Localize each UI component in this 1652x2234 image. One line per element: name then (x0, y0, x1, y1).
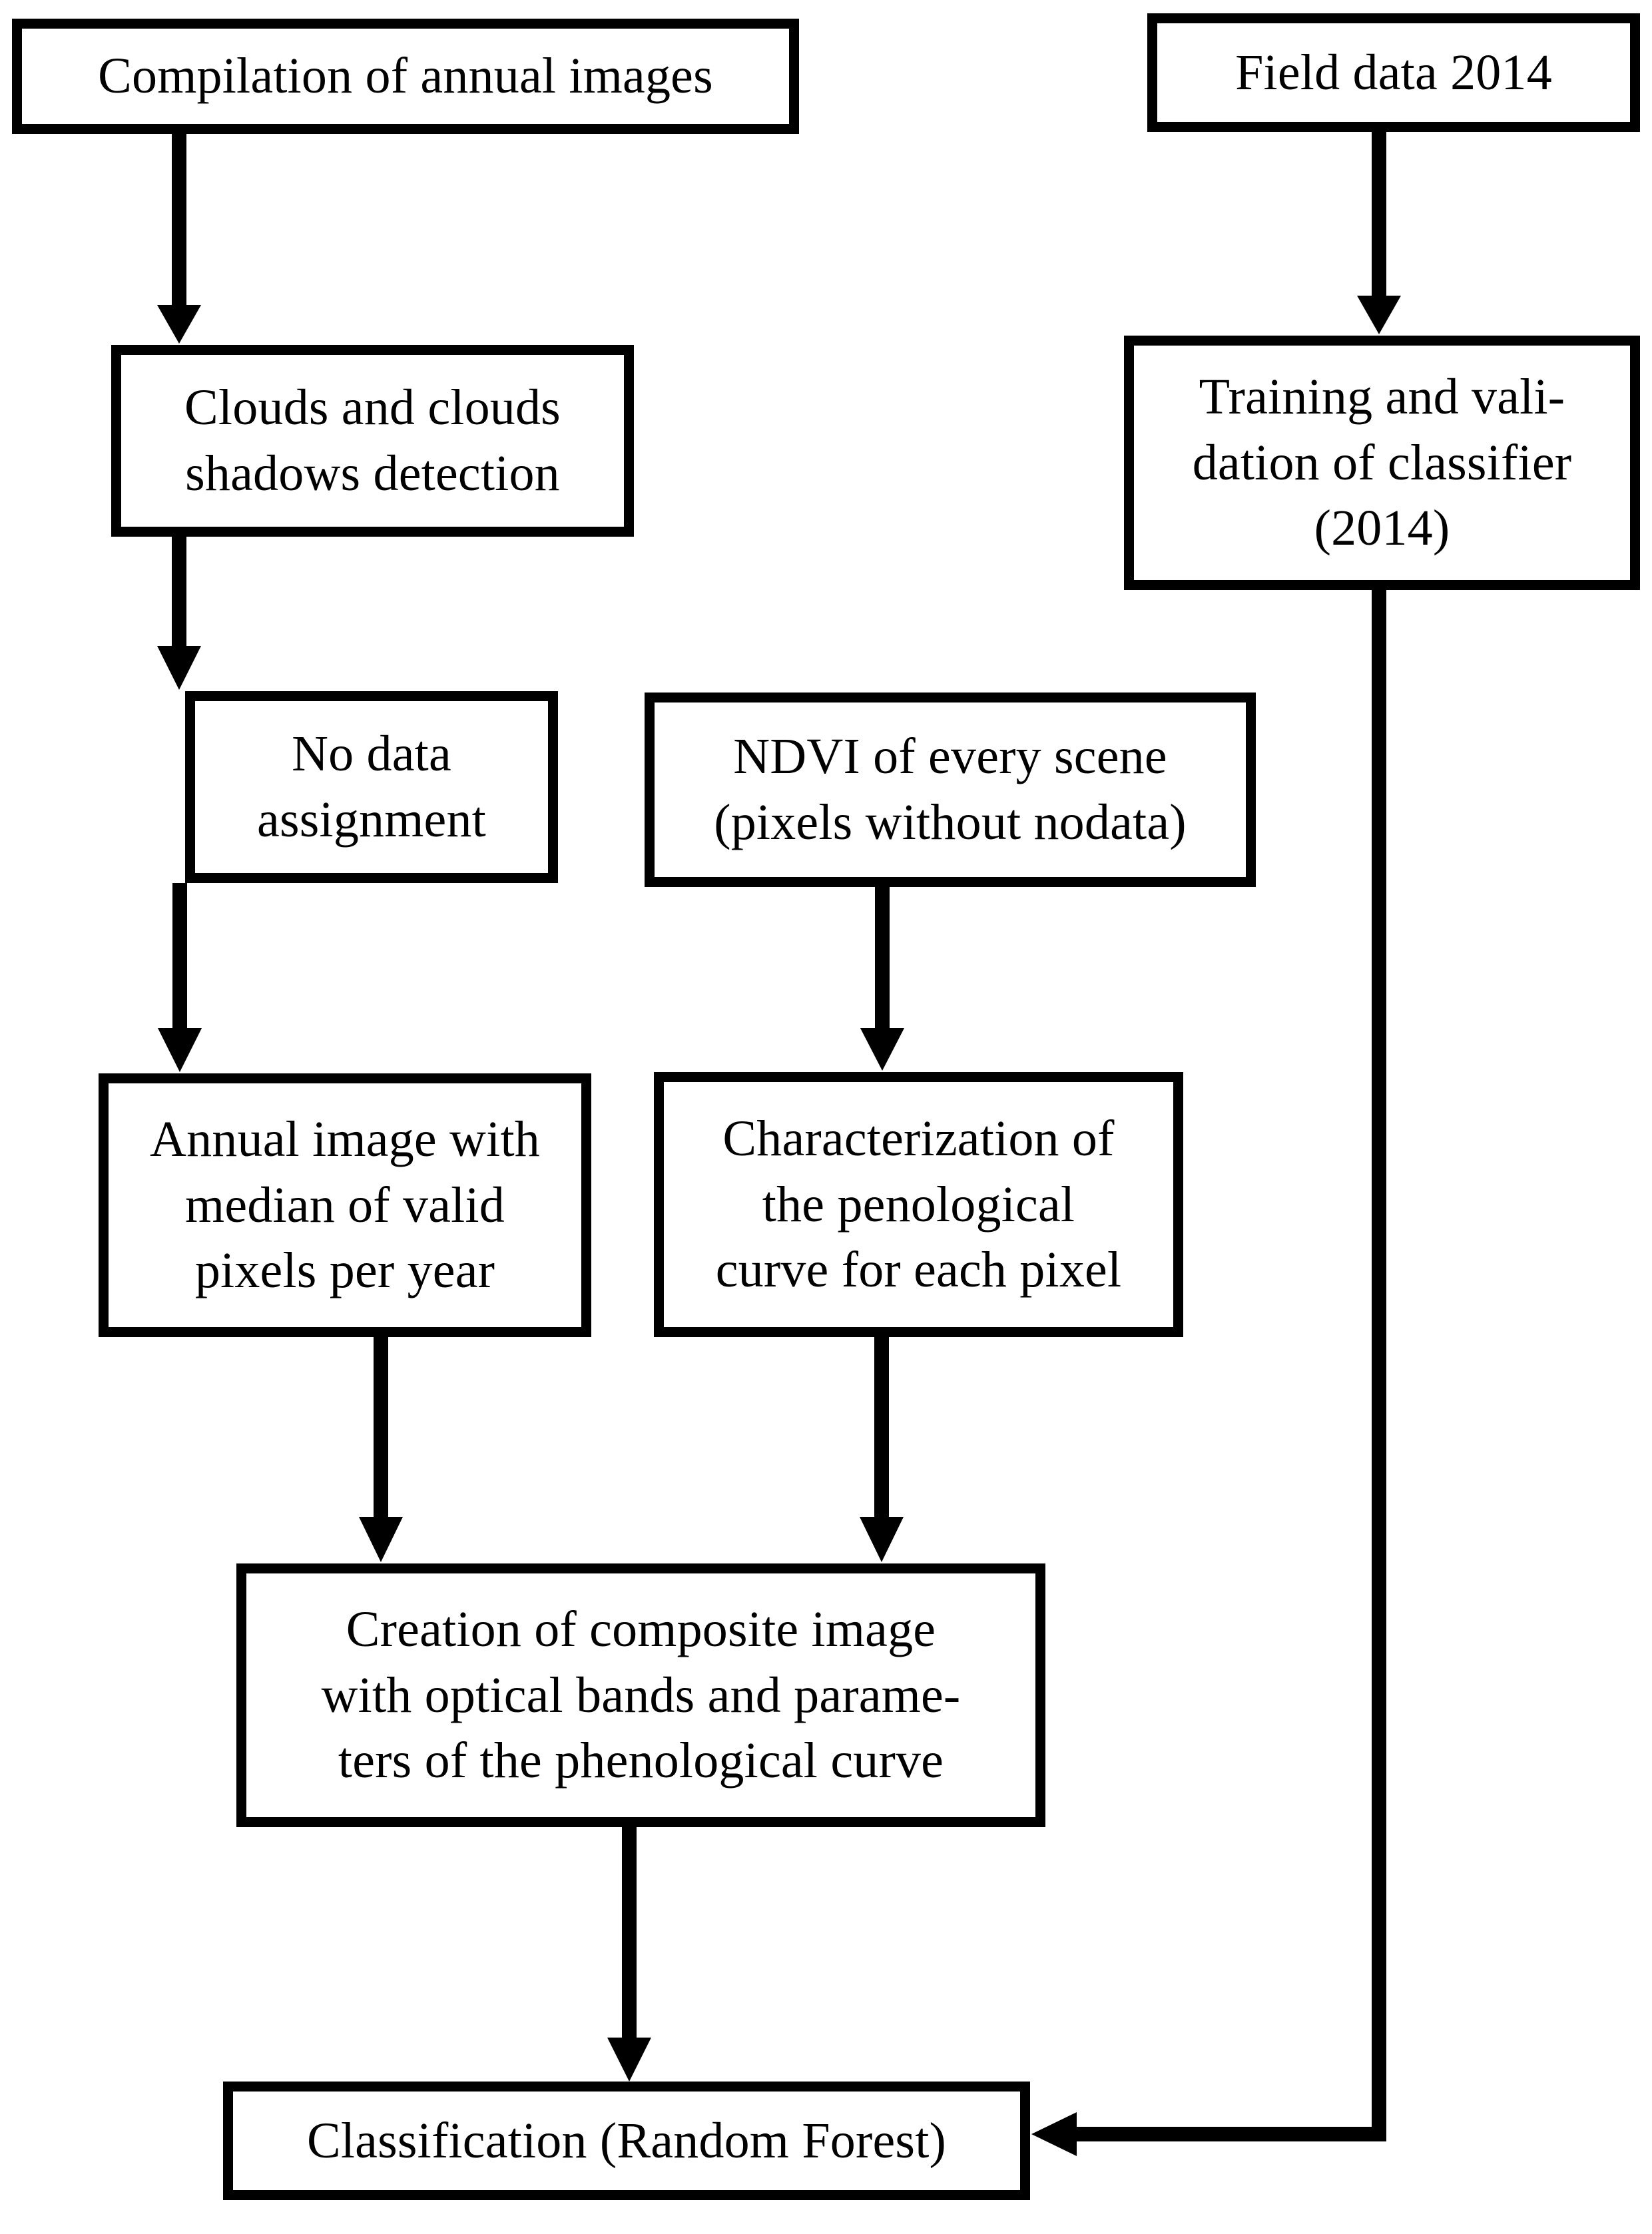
node-classification[interactable]: Classification (Random Forest) (223, 2082, 1030, 2200)
node-classification-label: Classification (Random Forest) (306, 2112, 947, 2169)
connector-clouds-to-nodata (157, 537, 201, 690)
connector-composite-to-classification (607, 1827, 651, 2082)
node-phenology-curve[interactable]: Characterization of the penological curv… (654, 1072, 1183, 1337)
node-annual-median[interactable]: Annual image with median of valid pixels… (99, 1073, 591, 1337)
node-no-data-assignment[interactable]: No data assignment (185, 691, 558, 883)
node-composite-image-label: Creation of composite image with optical… (321, 1601, 961, 1789)
node-compilation-label: Compilation of annual images (98, 48, 713, 105)
node-no-data-assignment-label: No data assignment (257, 726, 486, 848)
node-training-validation[interactable]: Training and vali- dation of classifier … (1124, 336, 1640, 590)
node-field-data-label: Field data 2014 (1235, 44, 1552, 101)
node-annual-median-label: Annual image with median of valid pixels… (150, 1111, 540, 1299)
connector-phenology-to-composite (860, 1337, 904, 1562)
connector-annual-to-composite (359, 1337, 403, 1562)
connector-training-to-classification (1031, 590, 1386, 2156)
connector-compilation-to-clouds (157, 134, 201, 344)
node-clouds-detection-label: Clouds and clouds shadows detection (184, 380, 561, 501)
node-ndvi-scene[interactable]: NDVI of every scene (pixels without noda… (645, 693, 1256, 887)
connector-nodata-to-annual (158, 883, 202, 1072)
connector-ndvi-to-phenology (860, 887, 904, 1071)
node-clouds-detection[interactable]: Clouds and clouds shadows detection (111, 345, 634, 537)
node-compilation[interactable]: Compilation of annual images (12, 19, 799, 134)
node-ndvi-scene-label: NDVI of every scene (pixels without noda… (714, 728, 1187, 850)
node-training-validation-label: Training and vali- dation of classifier … (1192, 368, 1572, 557)
node-composite-image[interactable]: Creation of composite image with optical… (236, 1563, 1045, 1827)
node-phenology-curve-label: Characterization of the penological curv… (715, 1110, 1122, 1298)
connector-field-to-training (1357, 132, 1401, 334)
node-field-data[interactable]: Field data 2014 (1147, 13, 1640, 132)
